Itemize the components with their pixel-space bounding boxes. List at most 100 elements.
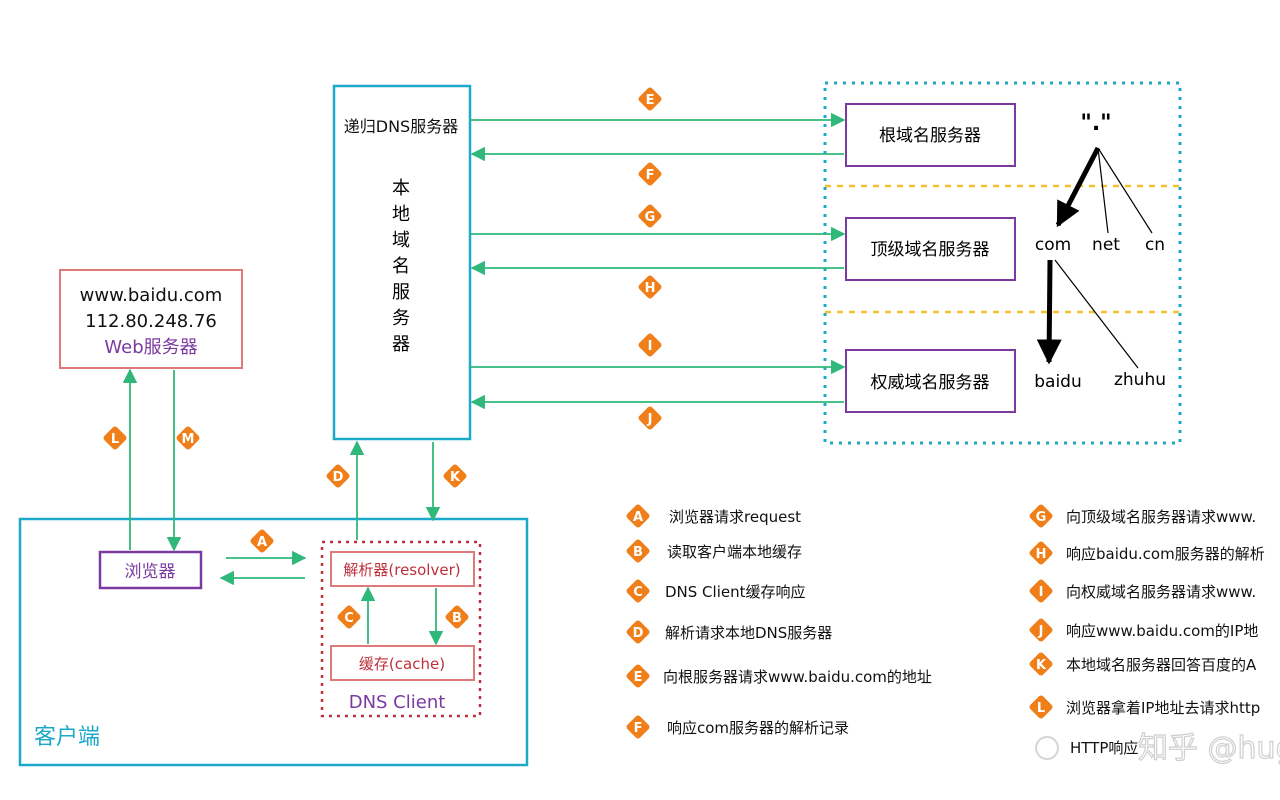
badge-d: D <box>325 463 351 489</box>
tree-node-zhuhu: zhuhu <box>1114 370 1166 390</box>
badge-k: K <box>442 463 468 489</box>
svg-text:向根服务器请求www.baidu.com的地址: 向根服务器请求www.baidu.com的地址 <box>663 668 932 686</box>
legend-item: D 解析请求本地DNS服务器 <box>625 619 832 645</box>
badge-g: G <box>637 203 663 229</box>
legend-item: J 响应www.baidu.com的IP地 <box>1028 617 1258 643</box>
browser-label: 浏览器 <box>125 562 176 582</box>
web-server-label: Web服务器 <box>104 337 197 358</box>
badge-i: I <box>637 332 663 358</box>
web-server-ip: 112.80.248.76 <box>85 311 217 332</box>
local-dns-char: 器 <box>392 334 410 355</box>
local-dns-char: 本 <box>392 178 410 199</box>
tree-edge <box>1055 146 1101 228</box>
root-server-label: 根域名服务器 <box>879 126 981 146</box>
svg-text:I: I <box>1039 585 1044 600</box>
client-box: 客户端 浏览器 解析器(resolver) 缓存(cache) DNS Clie… <box>18 517 529 767</box>
legend-item: E 向根服务器请求www.baidu.com的地址 <box>625 663 932 689</box>
legend-item: L 浏览器拿着IP地址去请求http <box>1028 694 1260 720</box>
svg-text:E: E <box>634 670 643 685</box>
local-dns-char: 服 <box>392 282 410 303</box>
svg-text:H: H <box>645 281 656 296</box>
svg-text:J: J <box>647 412 653 427</box>
svg-text:J: J <box>1038 624 1044 639</box>
legend-item: C DNS Client缓存响应 <box>625 578 806 604</box>
cache-box <box>330 645 475 681</box>
tree-edge <box>1097 147 1109 234</box>
web-server-domain: www.baidu.com <box>80 285 223 306</box>
svg-text:B: B <box>452 611 462 626</box>
tree-root: "." <box>1080 111 1111 136</box>
svg-text:向权威域名服务器请求www.: 向权威域名服务器请求www. <box>1066 583 1256 601</box>
svg-text:DNS Client缓存响应: DNS Client缓存响应 <box>665 583 806 601</box>
badge-m: M <box>175 425 201 451</box>
svg-text:A: A <box>257 535 267 550</box>
svg-text:D: D <box>333 470 344 485</box>
svg-text:G: G <box>645 210 656 225</box>
svg-text:I: I <box>648 339 653 354</box>
watermark: 知乎 @hugao <box>1035 730 1280 767</box>
svg-text:浏览器拿着IP地址去请求http: 浏览器拿着IP地址去请求http <box>1066 699 1260 717</box>
client-title: 客户端 <box>34 725 100 750</box>
svg-text:C: C <box>633 585 643 600</box>
tree-node-net: net <box>1092 235 1120 255</box>
badge-a: A <box>249 528 275 554</box>
svg-text:响应www.baidu.com的IP地: 响应www.baidu.com的IP地 <box>1066 622 1258 640</box>
svg-text:B: B <box>633 545 643 560</box>
badge-j: J <box>637 405 663 431</box>
local-dns-title: 递归DNS服务器 <box>344 117 458 136</box>
svg-text:C: C <box>344 611 354 626</box>
badge-e: E <box>637 86 663 112</box>
tree-edge <box>1097 147 1153 234</box>
svg-text:F: F <box>646 168 655 183</box>
browser-box <box>98 550 203 590</box>
local-dns-char: 域 <box>392 230 410 251</box>
dns-hierarchy-area: 根域名服务器 顶级域名服务器 权威域名服务器 <box>823 81 1182 445</box>
watermark-text: 知乎 @hugao <box>1138 731 1280 766</box>
svg-text:E: E <box>646 93 655 108</box>
svg-text:D: D <box>633 626 644 641</box>
tld-server-box <box>845 217 1016 281</box>
svg-text:浏览器请求request: 浏览器请求request <box>669 508 801 526</box>
tree-edge <box>1054 259 1139 369</box>
badge-b: B <box>444 604 470 630</box>
legend-partial-text: HTTP响应 <box>1070 739 1138 757</box>
tree-edge <box>1036 259 1062 365</box>
local-dns-char: 名 <box>392 256 410 277</box>
domain-tree: "." com net cn baidu zhuhu <box>1034 111 1166 392</box>
badge-c: C <box>336 604 362 630</box>
svg-text:本地域名服务器回答百度的A: 本地域名服务器回答百度的A <box>1066 656 1257 674</box>
resolver-box <box>330 551 475 587</box>
legend-item: I 向权威域名服务器请求www. <box>1028 578 1256 604</box>
paw-icon <box>1035 736 1059 760</box>
svg-text:读取客户端本地缓存: 读取客户端本地缓存 <box>667 543 802 561</box>
step-badges: E F G H I J L M D K A C B <box>102 86 663 630</box>
legend-item: F 响应com服务器的解析记录 <box>625 714 849 740</box>
local-dns-char: 地 <box>392 204 410 225</box>
local-dns-char: 务 <box>392 308 410 329</box>
svg-text:L: L <box>111 432 119 447</box>
badge-l: L <box>102 425 128 451</box>
tree-node-baidu: baidu <box>1034 372 1082 392</box>
cache-label: 缓存(cache) <box>359 655 445 673</box>
legend-item: B 读取客户端本地缓存 <box>625 538 802 564</box>
svg-text:响应com服务器的解析记录: 响应com服务器的解析记录 <box>667 719 849 737</box>
svg-text:A: A <box>633 510 643 525</box>
authoritative-server-label: 权威域名服务器 <box>871 373 990 393</box>
tree-node-cn: cn <box>1145 235 1165 255</box>
svg-text:F: F <box>634 721 643 736</box>
svg-text:M: M <box>182 432 195 447</box>
svg-text:K: K <box>1036 658 1047 673</box>
legend-item: A 浏览器请求request <box>625 503 801 529</box>
svg-text:解析请求本地DNS服务器: 解析请求本地DNS服务器 <box>665 624 832 642</box>
legend: A 浏览器请求request B 读取客户端本地缓存 C DNS Client缓存响应… <box>625 503 1265 757</box>
dns-client-box <box>320 540 482 718</box>
resolver-label: 解析器(resolver) <box>343 561 460 579</box>
dns-query-arrows <box>470 112 846 410</box>
svg-text:L: L <box>1037 701 1045 716</box>
badge-h: H <box>637 274 663 300</box>
tree-node-com: com <box>1035 235 1071 255</box>
svg-text:G: G <box>1036 510 1047 525</box>
badge-f: F <box>637 161 663 187</box>
